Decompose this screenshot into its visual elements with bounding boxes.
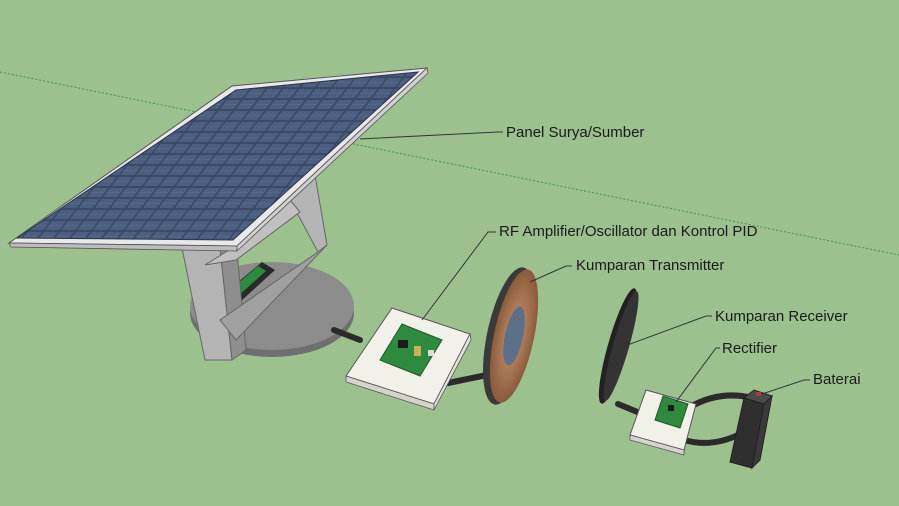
label-rf-amplifier: RF Amplifier/Oscillator dan Kontrol PID bbox=[499, 223, 758, 240]
label-kumparan-receiver: Kumparan Receiver bbox=[715, 308, 848, 325]
rectifier-board bbox=[629, 389, 697, 456]
battery bbox=[729, 389, 773, 470]
label-rectifier: Rectifier bbox=[722, 340, 778, 357]
rf-module-board bbox=[345, 307, 472, 411]
label-baterai: Baterai bbox=[813, 371, 861, 388]
transmitter-coil bbox=[483, 267, 539, 405]
solar-panel bbox=[7, 67, 429, 252]
receiver-coil bbox=[598, 288, 639, 404]
leader-lines bbox=[359, 131, 810, 403]
horizon-line bbox=[0, 71, 899, 256]
label-kumparan-transmitter: Kumparan Transmitter bbox=[576, 257, 725, 274]
label-panel-surya: Panel Surya/Sumber bbox=[506, 124, 645, 141]
